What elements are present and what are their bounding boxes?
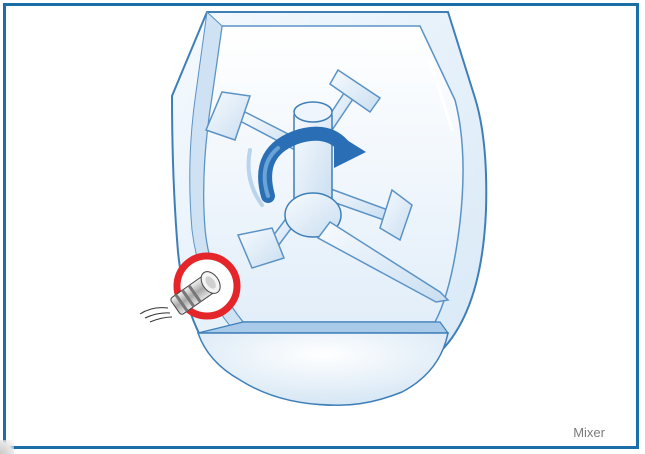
vessel-shelf bbox=[198, 322, 448, 333]
vessel-base bbox=[198, 333, 448, 405]
mixer-shaft bbox=[285, 102, 341, 237]
figure-caption: Mixer bbox=[573, 425, 605, 440]
corner-shadow bbox=[0, 440, 14, 454]
proximity-sensor-icon bbox=[140, 256, 237, 322]
vessel-inner-wall bbox=[204, 26, 464, 322]
